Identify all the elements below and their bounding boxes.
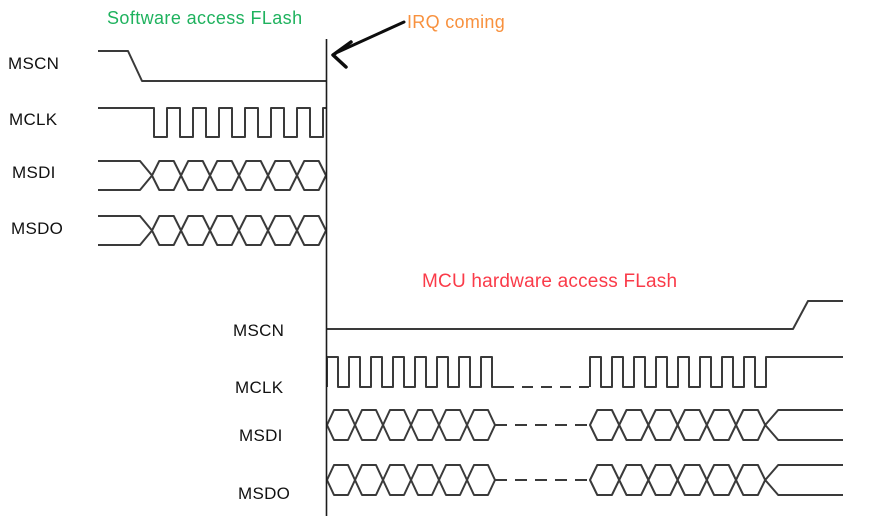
mcu-access-title: MCU hardware access FLash: [422, 271, 678, 292]
msdi-bottom-right-waveform: [589, 409, 843, 441]
signal-label-mclk-top: MCLK: [9, 110, 58, 129]
msdo-top-waveform: [98, 215, 327, 246]
signal-label-msdo-top: MSDO: [11, 219, 64, 238]
mscn-top-waveform: [98, 50, 327, 82]
mclk-bottom-left-waveform: [326, 356, 503, 388]
irq-arrowhead-icon: [331, 40, 353, 69]
mclk-top-waveform: [98, 107, 327, 138]
msdo-bottom-left-waveform: [326, 464, 496, 496]
software-access-title: Software access FLash: [107, 8, 303, 28]
signal-label-msdo-bottom: MSDO: [238, 484, 291, 503]
msdi-bottom-left-waveform: [326, 409, 496, 441]
signal-label-mscn-bottom: MSCN: [233, 321, 285, 340]
irq-coming-title: IRQ coming: [407, 12, 506, 32]
mscn-bottom-waveform: [327, 300, 843, 330]
mclk-bottom-right-waveform: [589, 356, 843, 388]
signal-label-mclk-bottom: MCLK: [235, 378, 284, 397]
msdo-bottom-right-waveform: [589, 464, 843, 496]
signal-label-mscn-top: MSCN: [8, 54, 60, 73]
signal-label-msdi-top: MSDI: [12, 163, 56, 182]
signal-label-msdi-bottom: MSDI: [239, 426, 283, 445]
msdi-top-waveform: [98, 160, 327, 191]
irq-arrow-shaft: [336, 20, 406, 54]
